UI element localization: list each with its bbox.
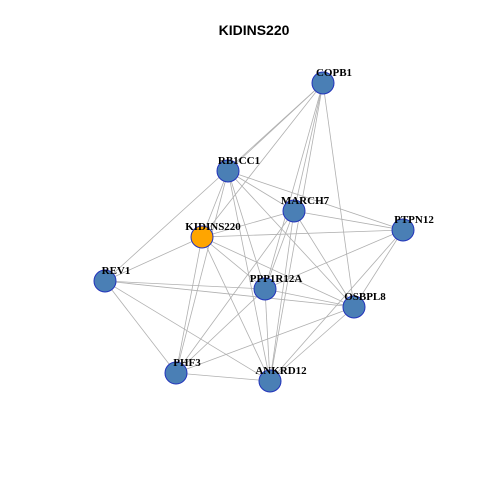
edge-osbpl8-ankrd12 [269, 306, 355, 382]
node-ppp1r12a[interactable] [253, 277, 277, 301]
node-ankrd12[interactable] [258, 369, 282, 393]
edge-ptpn12-osbpl8 [353, 229, 404, 308]
edge-march7-ankrd12 [269, 210, 295, 382]
edge-ptpn12-ppp1r12a [264, 229, 404, 290]
node-copb1[interactable] [311, 71, 335, 95]
edge-rb1cc1-march7 [227, 170, 295, 212]
edge-copb1-ankrd12 [269, 82, 324, 382]
node-ptpn12[interactable] [391, 218, 415, 242]
edge-copb1-osbpl8 [322, 82, 355, 308]
edge-kidins220-ankrd12 [201, 236, 271, 382]
node-label-osbpl8: OSBPL8 [344, 291, 386, 303]
edge-kidins220-ppp1r12a [201, 236, 266, 290]
node-label-copb1: COPB1 [316, 67, 352, 79]
nodes-layer [93, 71, 415, 393]
edge-march7-osbpl8 [293, 210, 355, 308]
node-march7[interactable] [282, 199, 306, 223]
edge-copb1-ppp1r12a [264, 82, 324, 290]
edge-rev1-phf3 [104, 280, 177, 374]
graph-title: KIDINS220 [219, 22, 290, 38]
node-osbpl8[interactable] [342, 295, 366, 319]
node-label-kidins220: KIDINS220 [185, 221, 241, 233]
edge-copb1-kidins220 [201, 82, 324, 238]
edge-march7-kidins220 [201, 210, 295, 238]
edge-kidins220-ptpn12 [201, 229, 404, 238]
edge-copb1-march7 [293, 82, 324, 212]
node-rb1cc1[interactable] [216, 159, 240, 183]
edge-rb1cc1-osbpl8 [227, 170, 355, 308]
edge-rb1cc1-ptpn12 [227, 170, 404, 231]
edge-phf3-ankrd12 [175, 372, 271, 382]
node-kidins220[interactable] [190, 225, 214, 249]
node-rev1[interactable] [93, 269, 117, 293]
edge-march7-phf3 [175, 210, 295, 374]
edge-march7-ptpn12 [293, 210, 404, 231]
node-label-ankrd12: ANKRD12 [255, 365, 307, 377]
node-label-phf3: PHF3 [173, 357, 201, 369]
node-label-rb1cc1: RB1CC1 [218, 155, 260, 167]
edge-copb1-rev1 [104, 82, 324, 282]
node-label-ptpn12: PTPN12 [394, 214, 434, 226]
edge-kidins220-phf3 [175, 236, 203, 374]
edge-rev1-ppp1r12a [104, 280, 266, 290]
node-label-rev1: REV1 [102, 265, 131, 277]
edge-osbpl8-phf3 [175, 306, 355, 374]
edge-rev1-ankrd12 [104, 280, 271, 382]
edge-kidins220-osbpl8 [201, 236, 355, 308]
edge-kidins220-rev1 [104, 236, 203, 282]
node-phf3[interactable] [164, 361, 188, 385]
edge-rb1cc1-phf3 [175, 170, 229, 374]
node-label-ppp1r12a: PPP1R12A [250, 273, 303, 285]
edge-march7-ppp1r12a [264, 210, 295, 290]
edge-rev1-osbpl8 [104, 280, 355, 308]
edges-layer [104, 82, 404, 382]
edge-ppp1r12a-phf3 [175, 288, 266, 374]
edge-ppp1r12a-osbpl8 [264, 288, 355, 308]
edge-ppp1r12a-ankrd12 [264, 288, 271, 382]
edge-rb1cc1-kidins220 [201, 170, 229, 238]
edge-rb1cc1-ppp1r12a [227, 170, 266, 290]
node-label-march7: MARCH7 [281, 195, 330, 207]
